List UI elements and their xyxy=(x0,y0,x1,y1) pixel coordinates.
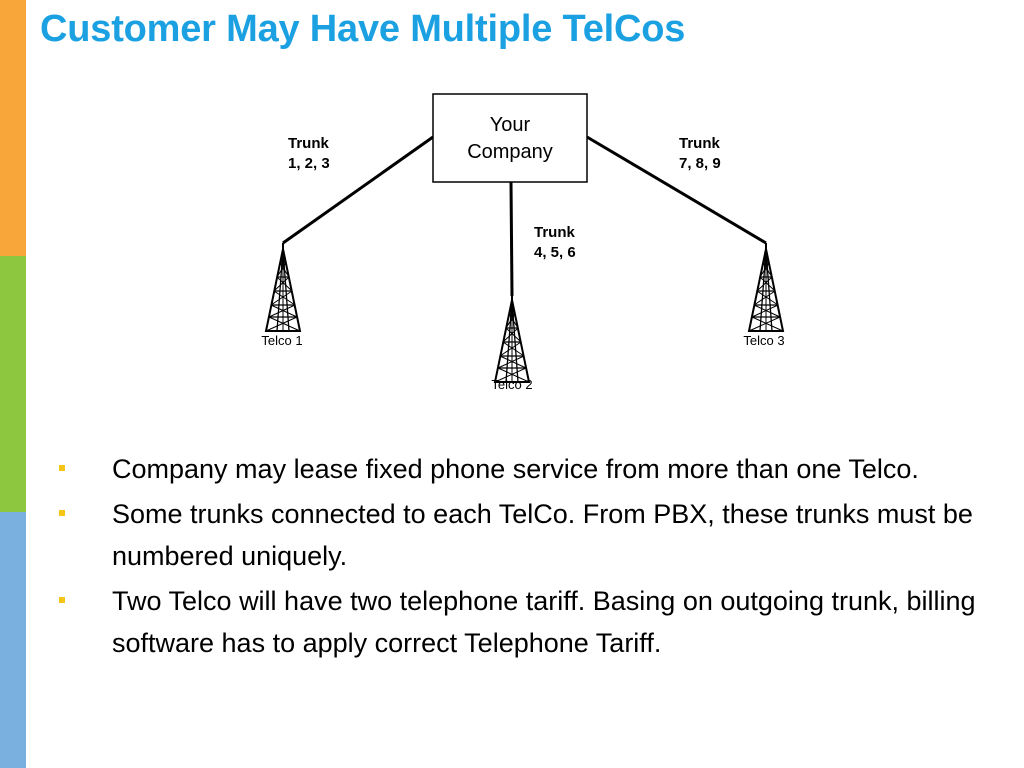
trunk-line-2 xyxy=(509,181,514,297)
trunk-label-3-line2: 7, 8, 9 xyxy=(679,155,721,172)
trunk-label-1-line1: Trunk xyxy=(288,135,329,152)
bullet-square-icon xyxy=(59,597,65,603)
list-item: Company may lease fixed phone service fr… xyxy=(56,448,986,490)
trunk-label-3-line1: Trunk xyxy=(679,135,720,152)
telco-label-2: Telco 2 xyxy=(491,377,532,392)
trunk-label-2-line1: Trunk xyxy=(534,224,575,241)
telco-3-tower-icon xyxy=(748,242,784,332)
company-box xyxy=(432,93,588,183)
bullet-text: Company may lease fixed phone service fr… xyxy=(112,454,919,484)
trunk-label-1-line2: 1, 2, 3 xyxy=(288,155,330,172)
telco-1-tower-icon xyxy=(265,242,301,332)
list-item: Two Telco will have two telephone tariff… xyxy=(56,580,986,664)
telco-label-3: Telco 3 xyxy=(743,333,784,348)
company-label-line1: Your xyxy=(490,114,531,136)
telco-2-tower-icon xyxy=(494,293,530,383)
bullet-square-icon xyxy=(59,510,65,516)
trunk-line-1 xyxy=(282,135,434,245)
accent-stripe-blue xyxy=(0,512,26,768)
accent-stripe-green xyxy=(0,256,26,512)
bullet-text: Some trunks connected to each TelCo. Fro… xyxy=(112,499,973,571)
bullet-list: Company may lease fixed phone service fr… xyxy=(56,448,986,667)
telco-label-1: Telco 1 xyxy=(261,333,302,348)
bullet-square-icon xyxy=(59,465,65,471)
slide-title: Customer May Have Multiple TelCos xyxy=(40,8,686,50)
company-label-line2: Company xyxy=(467,141,553,163)
trunk-label-2-line2: 4, 5, 6 xyxy=(534,244,576,261)
accent-stripe-orange xyxy=(0,0,26,256)
bullet-text: Two Telco will have two telephone tariff… xyxy=(112,586,976,658)
trunk-line-3 xyxy=(586,135,767,245)
list-item: Some trunks connected to each TelCo. Fro… xyxy=(56,493,986,577)
